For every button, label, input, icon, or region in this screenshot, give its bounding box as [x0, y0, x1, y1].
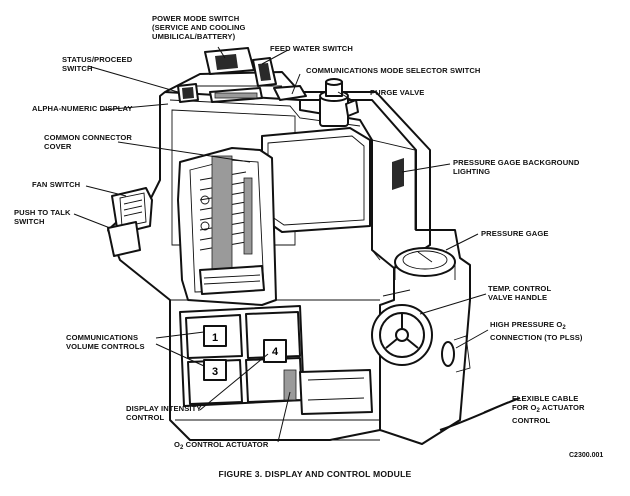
label-push-to-talk-switch: PUSH TO TALK SWITCH: [14, 208, 71, 226]
label-comm-mode-selector: COMMUNICATIONS MODE SELECTOR SWITCH: [306, 66, 481, 75]
label-purge-valve: PURGE VALVE: [370, 88, 425, 97]
label-high-pressure-o2-connection: HIGH PRESSURE O2 CONNECTION (TO PLSS): [490, 320, 583, 342]
label-display-intensity-control: DISPLAY INTENSITY CONTROL: [126, 404, 202, 422]
label-pressure-gage: PRESSURE GAGE: [481, 229, 549, 238]
knob-1-label: 1: [212, 332, 218, 344]
label-communications-volume-controls: COMMUNICATIONS VOLUME CONTROLS: [66, 333, 145, 351]
label-power-mode-switch: POWER MODE SWITCH (SERVICE AND COOLING U…: [152, 14, 246, 41]
knob-3-label: 3: [212, 366, 218, 378]
cutaway-internals: [177, 147, 277, 306]
purge-valve: [319, 78, 359, 127]
control-panel: 1 4 3: [179, 305, 373, 415]
o2-connector: [441, 335, 471, 373]
label-flexible-cable: FLEXIBLE CABLE FOR O2 ACTUATOR CONTROL: [512, 394, 585, 425]
label-temp-control-valve-handle: TEMP. CONTROL VALVE HANDLE: [488, 284, 552, 302]
pressure-gage: [394, 247, 456, 280]
figure-caption: FIGURE 3. DISPLAY AND CONTROL MODULE: [218, 469, 412, 479]
top-switches: [177, 47, 307, 103]
label-feed-water-switch: FEED WATER SWITCH: [270, 44, 353, 53]
temp-control-handle: [371, 289, 433, 366]
gage-lighting-window: [392, 158, 404, 190]
flexible-cable: [439, 397, 521, 431]
label-alpha-numeric-display: ALPHA-NUMERIC DISPLAY: [32, 104, 133, 113]
leader-lines: [73, 46, 509, 443]
knob-4-label: 4: [272, 346, 279, 358]
label-fan-switch: FAN SWITCH: [32, 180, 81, 189]
label-pressure-gage-lighting: PRESSURE GAGE BACKGROUND LIGHTING: [453, 158, 580, 176]
figure-id: C2300.001: [569, 452, 604, 459]
label-status-proceed-switch: STATUS/PROCEED SWITCH: [62, 55, 133, 73]
label-o2-control-actuator: O2 CONTROL ACTUATOR: [174, 440, 269, 451]
left-switches: [107, 187, 153, 257]
label-common-connector-cover: COMMON CONNECTOR COVER: [44, 133, 132, 151]
